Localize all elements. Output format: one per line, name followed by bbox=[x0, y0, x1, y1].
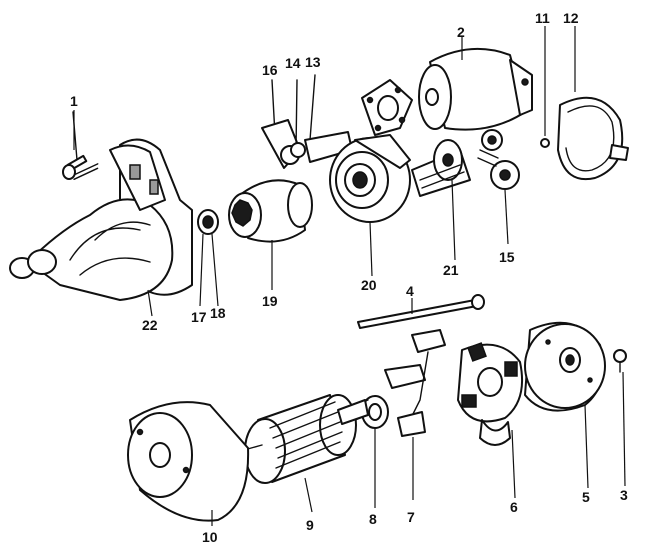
callout-8: 8 bbox=[369, 511, 377, 527]
part-13-14-16-lever bbox=[261, 74, 353, 169]
part-19-pinion-clutch bbox=[228, 179, 313, 290]
callout-4: 4 bbox=[406, 283, 414, 299]
callout-18: 18 bbox=[210, 305, 226, 321]
callout-7: 7 bbox=[407, 509, 415, 525]
callout-12: 12 bbox=[563, 10, 579, 26]
callout-13: 13 bbox=[305, 54, 321, 70]
part-20-gear-housing bbox=[329, 134, 411, 277]
callout-21: 21 bbox=[443, 262, 459, 278]
callout-10: 10 bbox=[202, 529, 218, 545]
part-10-yoke bbox=[127, 401, 250, 526]
callout-5: 5 bbox=[582, 489, 590, 505]
callout-15: 15 bbox=[499, 249, 515, 265]
part-4-through-bolt bbox=[357, 294, 485, 329]
part-6-brush-holder bbox=[457, 342, 524, 499]
part-15-planet-gears bbox=[477, 129, 520, 245]
part-12-clamp-band bbox=[557, 26, 629, 181]
callout-3: 3 bbox=[620, 487, 628, 503]
part-17-18-bush bbox=[197, 209, 219, 307]
part-7-brush-spring bbox=[384, 329, 446, 500]
callout-20: 20 bbox=[361, 277, 377, 293]
part-2-solenoid bbox=[418, 36, 533, 131]
callout-14: 14 bbox=[285, 55, 301, 71]
callout-17: 17 bbox=[191, 309, 207, 325]
callout-1: 1 bbox=[70, 93, 78, 109]
callout-labels: 1 2 3 4 5 6 7 8 9 10 11 12 13 14 15 16 1… bbox=[70, 10, 628, 545]
part-gasket-plate bbox=[361, 79, 413, 136]
callout-16: 16 bbox=[262, 62, 278, 78]
part-9-armature bbox=[243, 394, 369, 513]
part-3-screw bbox=[613, 349, 627, 487]
callout-22: 22 bbox=[142, 317, 158, 333]
callout-11: 11 bbox=[535, 10, 550, 26]
callout-19: 19 bbox=[262, 293, 278, 309]
callout-6: 6 bbox=[510, 499, 518, 515]
part-21-planetary-shaft bbox=[411, 139, 471, 261]
callout-9: 9 bbox=[306, 517, 314, 533]
part-1-screw bbox=[62, 111, 99, 181]
callout-2: 2 bbox=[457, 24, 465, 40]
part-22-drive-housing bbox=[9, 138, 193, 301]
part-5-end-frame bbox=[524, 321, 606, 489]
part-11-ball bbox=[540, 26, 550, 148]
